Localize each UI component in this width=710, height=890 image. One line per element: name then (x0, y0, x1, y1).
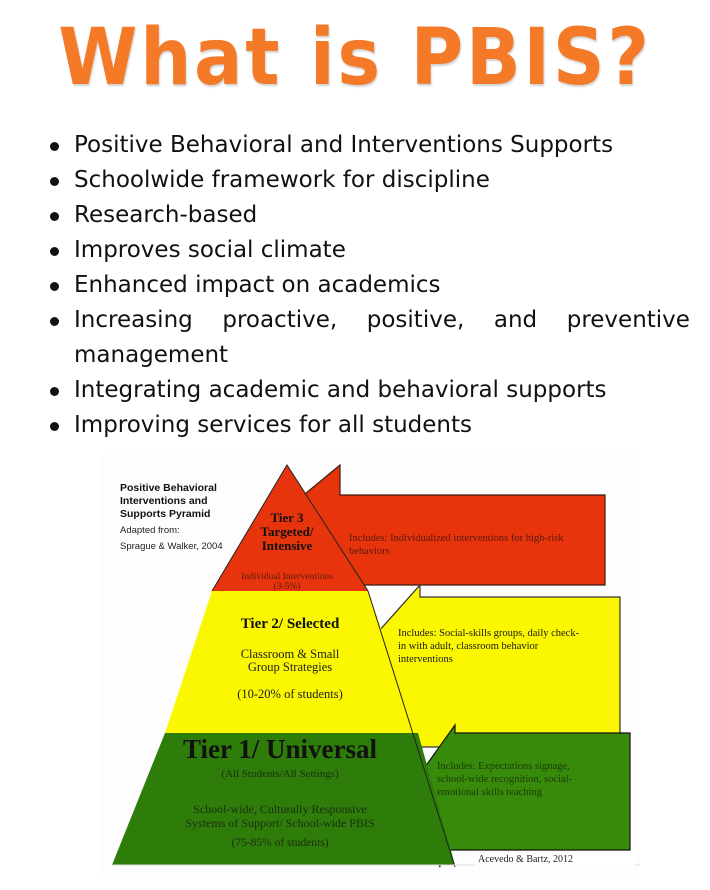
page-title: What is PBIS? (58, 13, 652, 103)
tier2-percent: (10-20% of students) (237, 687, 343, 701)
tier2-title: Tier 2/ Selected (240, 616, 340, 632)
bullet-dot-icon (50, 212, 59, 221)
adapted-from-label: Adapted from: (120, 525, 180, 536)
bullet-item: Improves social climate (50, 233, 690, 268)
tier2-arrow-text: Includes: Social-skills groups, daily ch… (398, 628, 580, 665)
bullet-dot-icon (50, 387, 59, 396)
bullet-dot-icon (50, 247, 59, 256)
tier3-title: Tier 3 Targeted/ Intensive (260, 510, 314, 553)
bullet-item: Schoolwide framework for discipline (50, 163, 690, 198)
bullet-dot-icon (50, 282, 59, 291)
diagram-credit: Acevedo & Bartz, 2012 (478, 854, 573, 865)
bullet-dot-icon (50, 142, 59, 151)
bullet-item: Improving services for all students (50, 408, 690, 443)
bullet-item: Positive Behavioral and Interventions Su… (50, 128, 690, 163)
tier3-detail: Individual Interventions (3-5%) (241, 572, 333, 592)
tier2-detail: Classroom & Small Group Strategies (240, 647, 340, 674)
tier1-arrow-text: Includes: Expectations signage, school-w… (437, 761, 573, 798)
bullet-item: Research-based (50, 198, 690, 233)
tier1-percent: (75-85% of students) (231, 837, 329, 849)
bullet-dot-icon (50, 422, 59, 431)
tier2-pyramid-shape (165, 591, 418, 733)
tier3-arrow-text: Includes: Individualized interventions f… (349, 533, 564, 557)
pyramid-graphic (112, 463, 640, 869)
tier1-pyramid-shape (112, 733, 455, 865)
diagram-caption-title: Positive Behavioral Interventions and Su… (120, 482, 217, 520)
bullet-item: Increasing proactive, positive, and prev… (50, 303, 690, 373)
tier1-title: Tier 1/ Universal (183, 734, 377, 764)
pbis-pyramid-diagram: Positive Behavioral Interventions and Su… (100, 455, 640, 875)
bullet-list: Positive Behavioral and Interventions Su… (50, 128, 690, 443)
source-citation: Sprague & Walker, 2004 (120, 541, 223, 552)
tier3-pyramid-shape (212, 465, 368, 591)
tier1-subtitle: (All Students/All Settings) (221, 768, 339, 780)
tier1-detail: School-wide, Culturally Responsive Syste… (185, 802, 375, 830)
bullet-dot-icon (50, 177, 59, 186)
bullet-item: Integrating academic and behavioral supp… (50, 373, 690, 408)
bullet-item: Enhanced impact on academics (50, 268, 690, 303)
bullet-dot-icon (50, 317, 59, 326)
